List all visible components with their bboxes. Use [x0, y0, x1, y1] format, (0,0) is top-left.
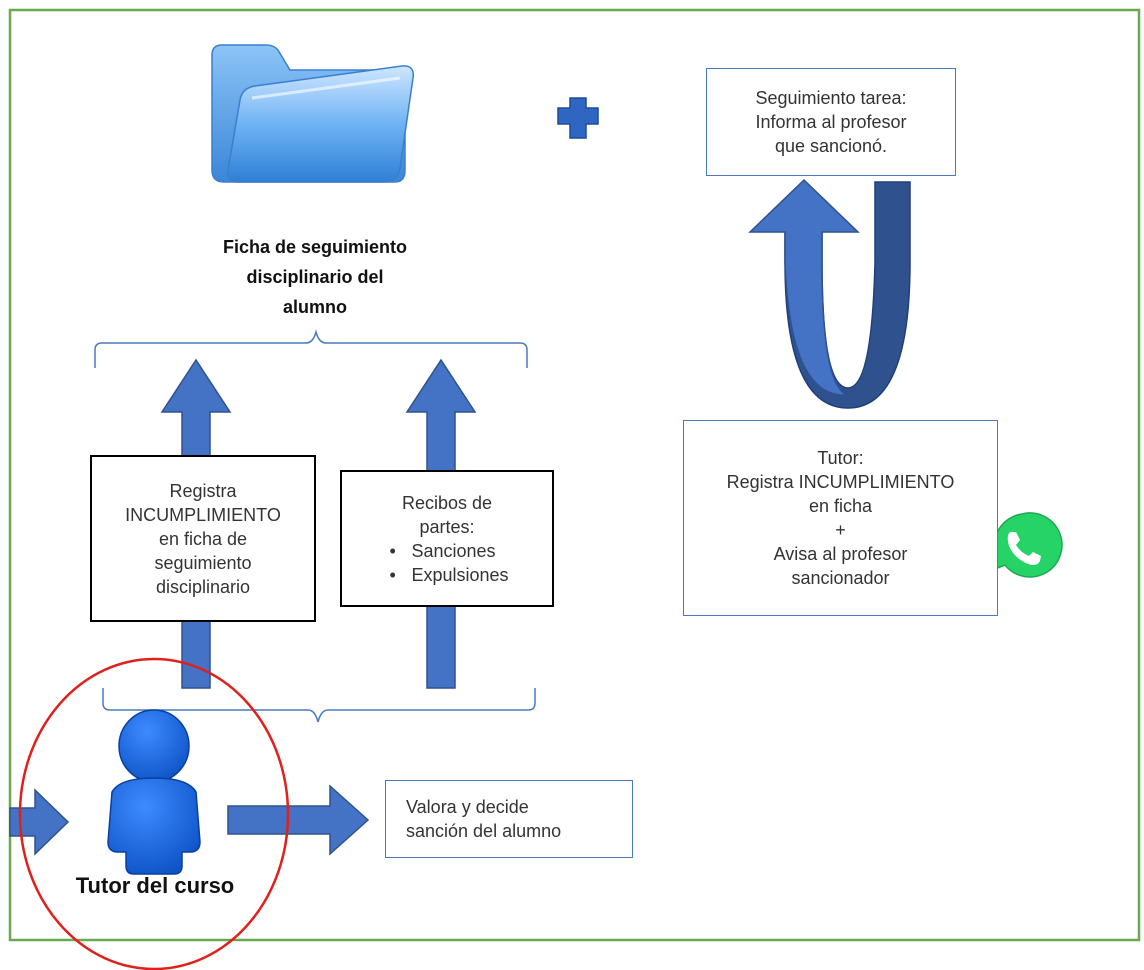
- arrow-to-decision: [227, 784, 370, 856]
- box-line: disciplinario: [155, 576, 251, 597]
- top-brace: [94, 329, 528, 368]
- u-turn-arrow: [748, 178, 911, 409]
- list-item: Sanciones: [385, 539, 508, 563]
- box-line: Informa al profesor: [755, 112, 907, 132]
- box-line: Avisa al profesor: [773, 544, 908, 564]
- box-line: Valora y decide: [406, 797, 529, 817]
- box-line: Seguimiento tarea:: [755, 88, 907, 108]
- folder-icon: [211, 44, 415, 183]
- sanction-types-list: Sanciones Expulsiones: [385, 539, 508, 587]
- box-line: Recibos de: [401, 492, 493, 513]
- box-line: seguimiento: [154, 552, 252, 573]
- tutor-label: Tutor del curso: [75, 873, 235, 898]
- arrow-in-left: [9, 788, 70, 856]
- box-line: en ficha de: [158, 528, 248, 549]
- reports-received-box: Recibos de partes: Sanciones Expulsiones: [340, 470, 554, 607]
- box-line: INCUMPLIMIENTO: [125, 504, 281, 525]
- person-icon: [107, 709, 201, 875]
- bottom-brace: [102, 688, 536, 723]
- list-item: Expulsiones: [385, 563, 508, 587]
- box-line: en ficha: [808, 496, 873, 516]
- decide-sanction-box: Valora y decide sanción del alumno: [385, 780, 633, 858]
- plus-icon: [557, 97, 599, 139]
- tutor-action-box: Tutor: Registra INCUMPLIMIENTO en ficha …: [683, 420, 998, 616]
- box-line: Registra INCUMPLIMIENTO: [726, 472, 955, 492]
- box-line: Registra: [169, 480, 237, 501]
- box-line: +: [835, 520, 846, 540]
- tutor-highlight-circle: [18, 657, 290, 970]
- frame: [8, 8, 1141, 942]
- folder-title-line: alumno: [282, 297, 347, 317]
- box-line: Tutor:: [817, 448, 864, 468]
- folder-title: Ficha de seguimiento disciplinario del a…: [150, 232, 480, 322]
- box-line: partes:: [419, 516, 475, 537]
- box-line: sanción del alumno: [406, 821, 562, 841]
- register-breach-box: Registra INCUMPLIMIENTO en ficha de segu…: [90, 455, 316, 622]
- whatsapp-icon: [988, 512, 1063, 578]
- followup-task-box: Seguimiento tarea: Informa al profesor q…: [706, 68, 956, 176]
- folder-title-line: Ficha de seguimiento: [222, 237, 408, 257]
- folder-title-line: disciplinario del: [246, 267, 384, 287]
- box-line: que sancionó.: [774, 136, 888, 156]
- box-line: sancionador: [791, 568, 890, 588]
